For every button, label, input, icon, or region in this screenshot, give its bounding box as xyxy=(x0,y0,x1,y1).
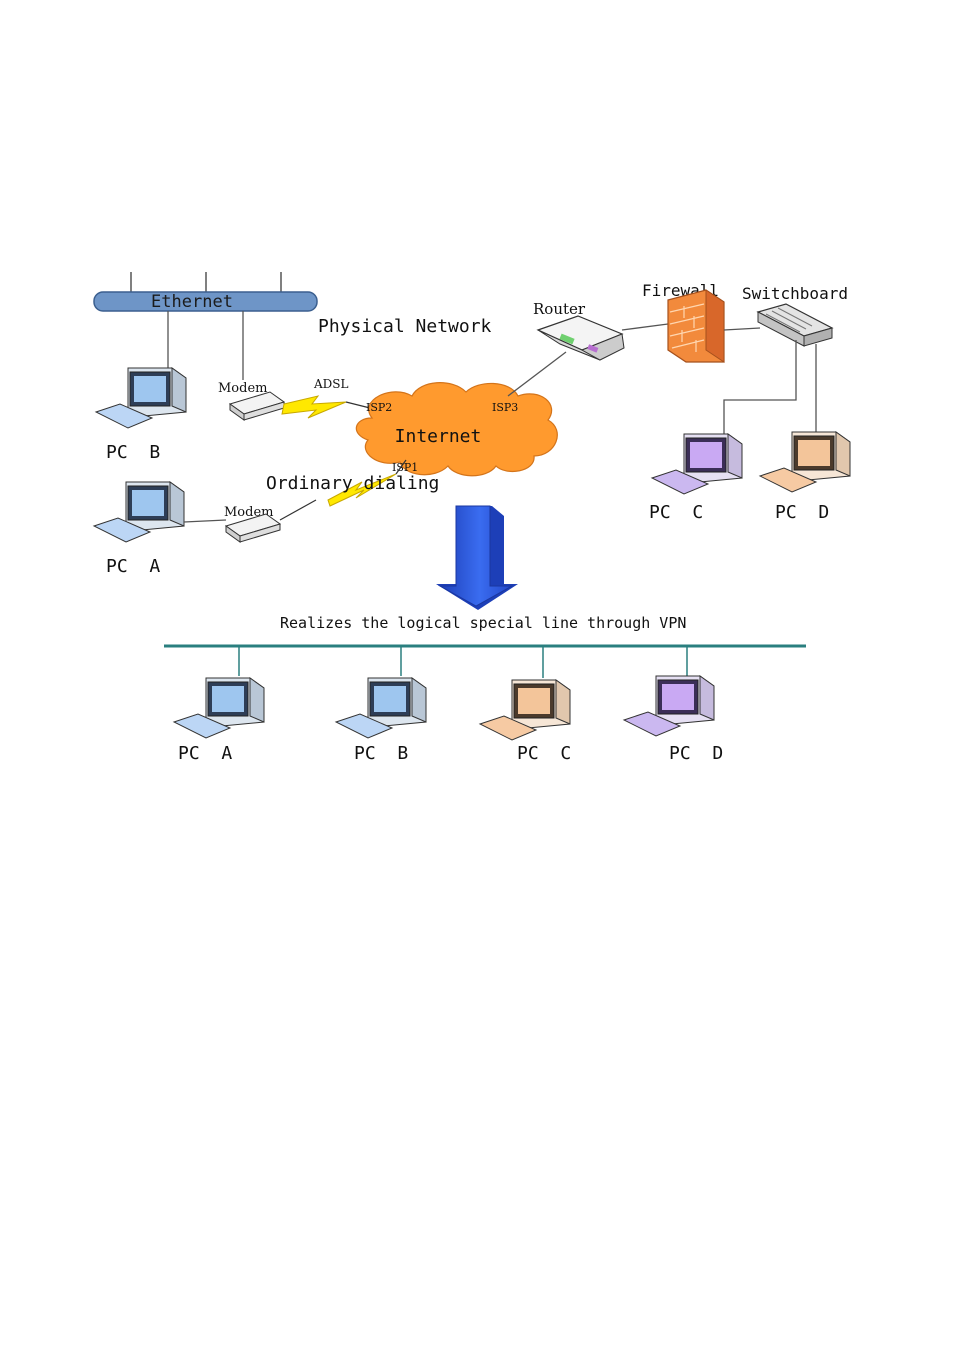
pc-d-label: PC D xyxy=(775,502,829,523)
switch-links xyxy=(723,340,817,444)
logical-pc-a-icon xyxy=(173,677,265,739)
adsl-label: ADSL xyxy=(313,377,349,391)
switchboard-icon xyxy=(756,303,834,347)
isp3-label: ISP3 xyxy=(492,401,518,414)
logical-pc-a-label: PC A xyxy=(178,743,232,764)
logical-pc-d-icon xyxy=(623,675,715,737)
ordinary-dialing-label: Ordinary dialing xyxy=(266,473,439,494)
pc-b-icon xyxy=(95,367,187,429)
physical-network-title: Physical Network xyxy=(318,316,492,337)
logical-pc-c-label: PC C xyxy=(517,743,571,764)
logical-pc-c-icon xyxy=(479,679,571,741)
pc-a-label: PC A xyxy=(106,556,160,577)
ethernet-risers xyxy=(130,272,282,293)
modem-top-icon xyxy=(229,391,285,421)
pc-a-icon xyxy=(93,481,185,543)
pc-b-label: PC B xyxy=(106,442,160,463)
switchboard-label: Switchboard xyxy=(742,284,848,303)
vpn-bus xyxy=(164,643,806,678)
isp2-label: ISP2 xyxy=(366,401,392,414)
logical-pc-d-label: PC D xyxy=(669,743,723,764)
pc-c-icon xyxy=(651,433,743,495)
pc-c-label: PC C xyxy=(649,502,703,523)
router-icon xyxy=(536,315,625,361)
ethernet-label: Ethernet xyxy=(151,292,233,312)
adsl-lightning-icon xyxy=(281,395,347,419)
ethernet-bus: Ethernet xyxy=(93,291,318,312)
logical-pc-b-label: PC B xyxy=(354,743,408,764)
pc-d-icon xyxy=(759,431,851,493)
vpn-caption: Realizes the logical special line throug… xyxy=(280,614,686,632)
internet-cloud xyxy=(355,382,558,477)
firewall-icon xyxy=(667,289,725,363)
logical-pc-b-icon xyxy=(335,677,427,739)
router-label: Router xyxy=(533,300,586,318)
dialing-lightning-icon xyxy=(327,473,397,507)
modem-top-label: Modem xyxy=(218,381,267,396)
transform-arrow xyxy=(436,505,518,610)
internet-label: Internet xyxy=(395,426,482,447)
ethernet-links xyxy=(167,311,244,380)
